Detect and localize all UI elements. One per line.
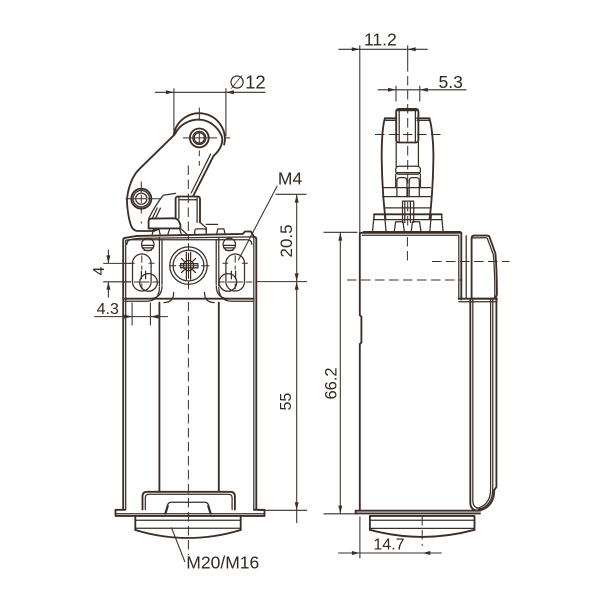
svg-text:4.3: 4.3 xyxy=(97,301,119,318)
svg-text:55: 55 xyxy=(278,393,295,411)
svg-text:5.3: 5.3 xyxy=(439,72,463,92)
svg-text:4: 4 xyxy=(91,267,108,276)
svg-text:11.2: 11.2 xyxy=(364,29,397,49)
svg-text:14.7: 14.7 xyxy=(373,537,404,554)
svg-text:M4: M4 xyxy=(278,169,303,189)
svg-text:66.2: 66.2 xyxy=(322,367,340,399)
svg-text:M20/M16: M20/M16 xyxy=(186,553,259,573)
svg-text:20.5: 20.5 xyxy=(277,224,296,257)
svg-text:∅12: ∅12 xyxy=(229,71,266,92)
